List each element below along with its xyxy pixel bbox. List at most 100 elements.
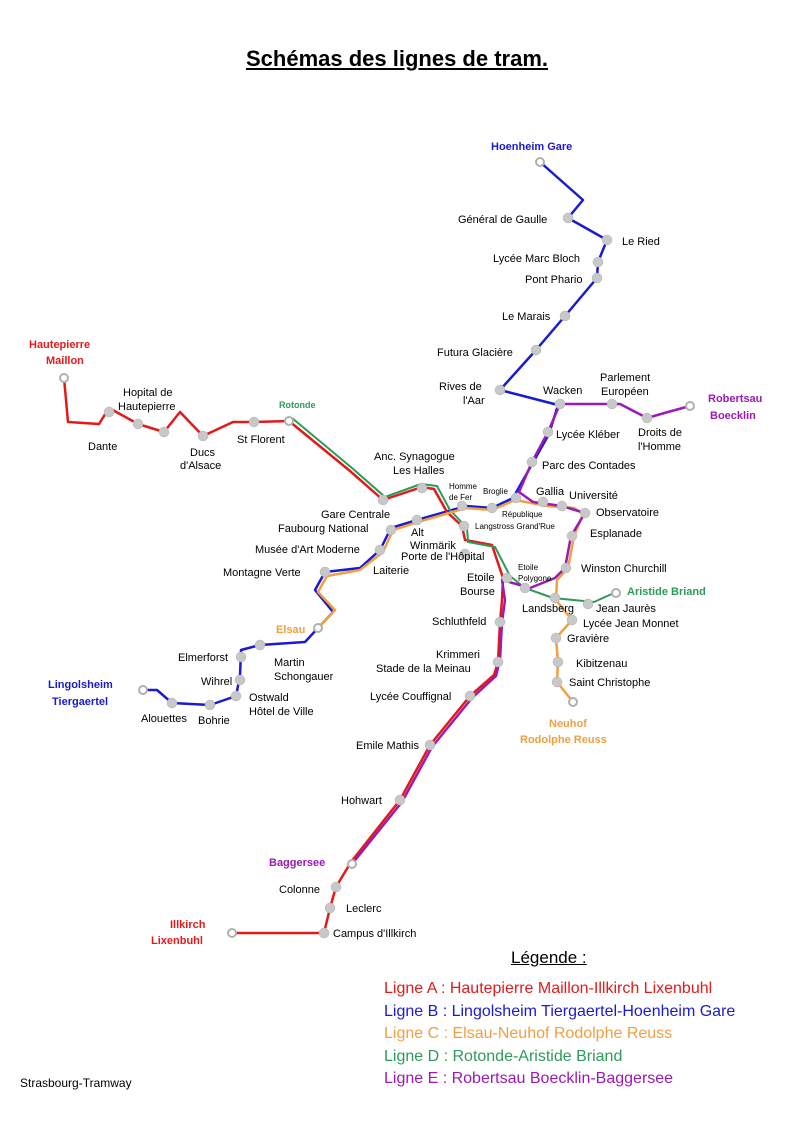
station-label: Landsberg xyxy=(522,603,574,615)
station-label: Rives de xyxy=(439,381,482,393)
station-dot xyxy=(459,548,471,560)
station-dot xyxy=(234,674,246,686)
station-label: Bohrie xyxy=(198,715,230,727)
line-d-route xyxy=(291,417,615,603)
station-label: Le Marais xyxy=(502,311,551,323)
station-label: Lycée Marc Bloch xyxy=(493,253,580,265)
station-label: Droits de xyxy=(638,427,682,439)
station-label: Le Ried xyxy=(622,236,660,248)
station-label: Wihrel xyxy=(201,676,232,688)
station-label: St Florent xyxy=(237,434,285,446)
station-dot xyxy=(550,632,562,644)
legend-line-a: Ligne A : Hautepierre Maillon-Illkirch L… xyxy=(384,980,713,997)
legend-title: Légende : xyxy=(511,948,587,967)
terminus-ring xyxy=(284,416,294,426)
station-label: Schluthfeld xyxy=(432,616,486,628)
station-label: République xyxy=(502,510,543,519)
station-dot xyxy=(592,256,604,268)
terminus-ring xyxy=(535,157,545,167)
station-label: Porte de l'Hôpital xyxy=(401,551,484,563)
station-dot xyxy=(582,598,594,610)
terminus-illkirch-1: Illkirch xyxy=(170,919,206,931)
terminus-ring xyxy=(347,859,357,869)
station-dot xyxy=(559,310,571,322)
station-dot xyxy=(486,502,498,514)
terminus-hautepierre-1: Hautepierre xyxy=(29,339,90,351)
station-dot xyxy=(254,639,266,651)
station-label: Futura Glacière xyxy=(437,347,513,359)
station-dot xyxy=(566,530,578,542)
legend-line-b: Ligne B : Lingolsheim Tiergaertel-Hoenhe… xyxy=(384,1002,736,1020)
station-dot xyxy=(318,927,330,939)
station-label: Dante xyxy=(88,441,117,453)
station-label: Lycée Kléber xyxy=(556,429,620,441)
terminus-hautepierre-2: Maillon xyxy=(46,355,84,367)
station-label: Parlement xyxy=(600,372,650,384)
terminus-ring xyxy=(59,373,69,383)
station-label: Broglie xyxy=(483,487,508,496)
station-dot xyxy=(235,651,247,663)
legend: Ligne A : Hautepierre Maillon-Illkirch L… xyxy=(384,978,735,1091)
station-dot xyxy=(510,492,522,504)
terminus-neuhof-1: Neuhof xyxy=(549,718,587,730)
terminus-aristide: Aristide Briand xyxy=(627,586,706,598)
station-dot xyxy=(530,344,542,356)
station-label: Esplanade xyxy=(590,528,642,540)
station-label: Etoile xyxy=(518,563,539,572)
terminus-ring xyxy=(138,685,148,695)
station-dot xyxy=(501,572,513,584)
station-dot xyxy=(324,902,336,914)
station-label: Stade de la Meinau xyxy=(376,663,471,675)
station-dot xyxy=(424,739,436,751)
station-label: Général de Gaulle xyxy=(458,214,547,226)
station-dot xyxy=(549,592,561,604)
station-dots xyxy=(103,212,653,939)
station-label: Wacken xyxy=(543,385,582,397)
station-dot xyxy=(394,794,406,806)
station-dot xyxy=(132,418,144,430)
station-label: Schongauer xyxy=(274,671,334,683)
terminus-lingolsheim-1: Lingolsheim xyxy=(48,679,113,691)
terminus-rings xyxy=(59,157,695,938)
station-label: Lycée Jean Monnet xyxy=(583,618,679,630)
station-dot xyxy=(492,656,504,668)
station-label: Université xyxy=(569,490,618,502)
station-label: Ostwald xyxy=(249,692,289,704)
station-label: Hopital de xyxy=(123,387,173,399)
station-dot xyxy=(158,426,170,438)
station-dot xyxy=(411,514,423,526)
station-dot xyxy=(494,616,506,628)
terminus-lingolsheim-2: Tiergaertel xyxy=(52,696,108,708)
station-label: l'Homme xyxy=(638,441,681,453)
station-label: Montagne Verte xyxy=(223,567,301,579)
station-dot xyxy=(551,676,563,688)
line-c-route xyxy=(316,498,585,703)
station-dot xyxy=(330,881,342,893)
station-dot xyxy=(542,426,554,438)
station-dot xyxy=(103,406,115,418)
station-label: Etoile xyxy=(467,572,495,584)
station-dot xyxy=(374,544,386,556)
station-dot xyxy=(591,272,603,284)
station-label: Hautepierre xyxy=(118,401,175,413)
station-label: Lycée Couffignal xyxy=(370,691,451,703)
station-label: d'Alsace xyxy=(180,460,221,472)
terminus-robertsau-2: Boecklin xyxy=(710,410,756,422)
station-label: Jean Jaurès xyxy=(596,603,656,615)
station-label: Campus d'Illkirch xyxy=(333,928,416,940)
station-label: Homme xyxy=(449,482,478,491)
station-dot xyxy=(519,582,531,594)
station-label: Polygone xyxy=(518,574,552,583)
station-label: Bourse xyxy=(460,586,495,598)
station-dot xyxy=(606,398,618,410)
station-dot xyxy=(204,699,216,711)
station-dot xyxy=(197,430,209,442)
terminus-neuhof-2: Rodolphe Reuss xyxy=(520,734,607,746)
legend-line-d: Ligne D : Rotonde-Aristide Briand xyxy=(384,1047,623,1065)
station-label: Ducs xyxy=(190,447,216,459)
station-label: Colonne xyxy=(279,884,320,896)
station-dot xyxy=(456,500,468,512)
station-dot xyxy=(494,384,506,396)
legend-line-e: Ligne E : Robertsau Boecklin-Baggersee xyxy=(384,1070,674,1087)
